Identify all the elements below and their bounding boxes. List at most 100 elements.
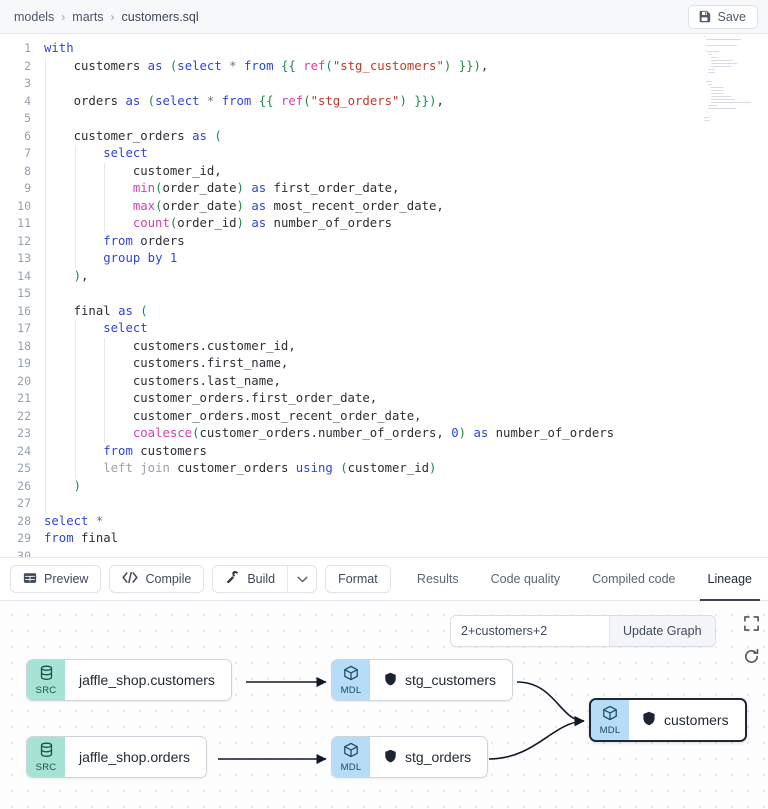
- editor-line-number: 17: [17, 321, 31, 335]
- breadcrumb-item-file[interactable]: customers.sql: [121, 9, 199, 24]
- build-split-button: Build: [212, 565, 318, 593]
- editor-line-number: 18: [17, 338, 31, 353]
- node-name-text: jaffle_shop.customers: [79, 672, 215, 688]
- preview-button[interactable]: Preview: [10, 565, 102, 593]
- floppy-disk-icon: [698, 10, 711, 23]
- node-type-badge-src: SRC: [27, 660, 65, 700]
- code-brackets-icon: [122, 571, 139, 587]
- editor-toolbar: Preview Compile: [0, 557, 768, 601]
- editor-code-line: [44, 285, 768, 303]
- lineage-graph-panel[interactable]: Update Graph: [0, 601, 768, 809]
- update-graph-button[interactable]: Update Graph: [609, 616, 715, 646]
- editor-code-line: coalesce(customer_orders.number_of_order…: [44, 425, 768, 443]
- editor-code-line: [44, 548, 768, 558]
- breadcrumb-bar: models › marts › customers.sql Save: [0, 0, 768, 34]
- node-type-label: SRC: [35, 762, 57, 773]
- editor-line-number: 10: [17, 198, 31, 213]
- shield-icon: [384, 672, 397, 689]
- tab-code-quality[interactable]: Code quality: [475, 557, 577, 601]
- breadcrumb-separator: ›: [61, 9, 66, 24]
- compile-button[interactable]: Compile: [109, 565, 205, 593]
- editor-code-line: [44, 75, 768, 93]
- lineage-node-src-orders[interactable]: SRC jaffle_shop.orders: [26, 736, 208, 778]
- editor-code-line: select *: [44, 513, 104, 528]
- build-dropdown-button[interactable]: [287, 565, 318, 593]
- shield-icon: [642, 711, 656, 729]
- format-button[interactable]: Format: [325, 565, 391, 593]
- editor-code-line: customer_id,: [44, 162, 768, 180]
- lineage-side-tools: [743, 615, 760, 665]
- topbar-actions: Save: [687, 4, 758, 29]
- breadcrumb: models › marts › customers.sql: [14, 10, 199, 24]
- editor-line-number: 15: [17, 286, 31, 300]
- editor-code-line: from final: [44, 531, 119, 545]
- lineage-node-label: stg_customers: [370, 660, 513, 700]
- breadcrumb-item-models[interactable]: models: [14, 9, 55, 24]
- tab-results-label: Results: [416, 572, 459, 586]
- node-type-badge-src: SRC: [27, 737, 65, 777]
- editor-line-number: 7: [24, 146, 31, 160]
- preview-button-label: Preview: [44, 572, 89, 586]
- node-type-label: SRC: [35, 685, 57, 696]
- graph-selector-field: Update Graph: [450, 615, 716, 647]
- editor-code-line: count(order_id) as number_of_orders: [44, 215, 768, 233]
- build-button[interactable]: Build: [212, 565, 288, 593]
- editor-code-content[interactable]: with customers as (select * from {{ ref(…: [38, 34, 768, 557]
- node-type-badge-mdl: MDL: [591, 700, 629, 740]
- lineage-node-label: jaffle_shop.orders: [65, 737, 207, 777]
- result-panel-tabs: Results Code quality Compiled code Linea…: [401, 557, 768, 601]
- editor-code-line: customers.first_name,: [44, 355, 768, 373]
- editor-line-number: 16: [17, 303, 31, 318]
- tab-lineage-label: Lineage: [707, 572, 753, 586]
- node-type-label: MDL: [599, 725, 621, 736]
- node-name-text: stg_customers: [405, 672, 497, 688]
- editor-code-line: from customers: [44, 442, 768, 460]
- editor-code-line: select: [44, 145, 768, 163]
- editor-code-line: ): [44, 477, 768, 495]
- editor-code-line: with: [44, 41, 74, 55]
- editor-line-number: 5: [24, 111, 31, 125]
- cube-icon: [602, 705, 618, 724]
- editor-line-number: 9: [24, 181, 31, 195]
- tab-compiled-code[interactable]: Compiled code: [576, 557, 691, 601]
- editor-code-line: ),: [44, 267, 768, 285]
- breadcrumb-item-marts[interactable]: marts: [72, 9, 104, 24]
- editor-code-line: [44, 110, 768, 128]
- lineage-node-stg-customers[interactable]: MDL stg_customers: [331, 659, 514, 701]
- breadcrumb-separator: ›: [110, 9, 115, 24]
- node-name-text: stg_orders: [405, 749, 472, 765]
- shield-icon: [384, 749, 397, 766]
- editor-line-number: 11: [17, 216, 31, 230]
- node-type-label: MDL: [340, 762, 362, 773]
- lineage-node-customers[interactable]: MDL customers: [589, 698, 747, 742]
- tab-results[interactable]: Results: [401, 557, 475, 601]
- editor-line-number: 19: [17, 356, 31, 370]
- refresh-icon[interactable]: [743, 648, 760, 665]
- node-name-text: jaffle_shop.orders: [79, 749, 191, 765]
- editor-code-line: final as (: [44, 302, 768, 320]
- lineage-node-src-customers[interactable]: SRC jaffle_shop.customers: [26, 659, 232, 701]
- tab-lineage[interactable]: Lineage: [692, 557, 768, 601]
- node-name-text: customers: [664, 712, 729, 728]
- toolbar-actions: Preview Compile: [10, 565, 391, 593]
- expand-fullscreen-icon[interactable]: [743, 615, 760, 632]
- save-button[interactable]: Save: [687, 4, 758, 29]
- cube-icon: [343, 665, 359, 684]
- editor-line-number: 12: [17, 233, 31, 248]
- editor-line-number: 3: [24, 76, 31, 90]
- lineage-node-stg-orders[interactable]: MDL stg_orders: [331, 736, 489, 778]
- compile-button-label: Compile: [145, 572, 192, 586]
- editor-line-number: 22: [17, 408, 31, 423]
- lineage-node-label: jaffle_shop.customers: [65, 660, 231, 700]
- editor-line-number: 29: [17, 531, 31, 545]
- editor-line-number: 30: [17, 548, 31, 558]
- editor-line-number: 26: [17, 478, 31, 493]
- editor-code-line: min(order_date) as first_order_date,: [44, 180, 768, 198]
- editor-line-number: 25: [17, 461, 31, 475]
- editor-code-line: from orders: [44, 232, 768, 250]
- graph-selector-input[interactable]: [451, 616, 609, 646]
- tab-code-quality-label: Code quality: [490, 572, 561, 586]
- graph-selector-controls: Update Graph: [450, 615, 716, 647]
